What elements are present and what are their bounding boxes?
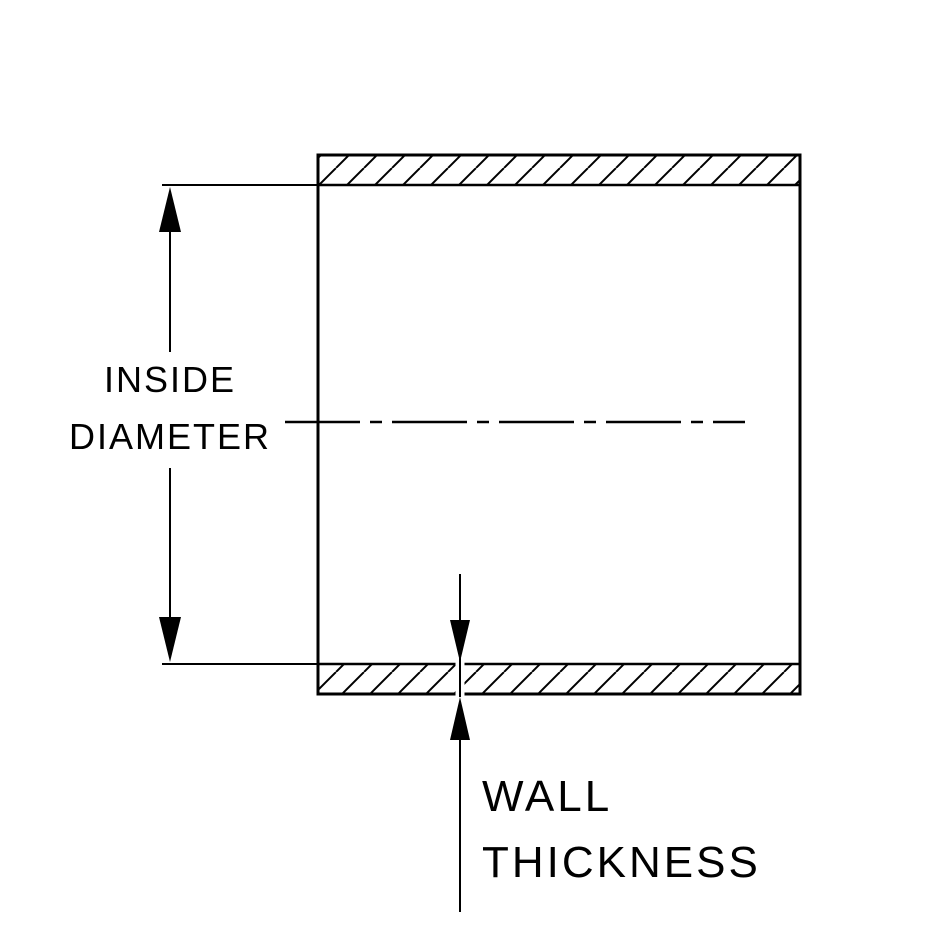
wall-thickness-arrow-up xyxy=(450,697,470,740)
inside-diameter-arrow-up xyxy=(159,187,181,232)
bottom-wall-hatch xyxy=(316,662,802,696)
wall-thickness-arrow-down xyxy=(450,620,470,662)
inside-diameter-arrow-down xyxy=(159,617,181,662)
inside-diameter-label-line2: DIAMETER xyxy=(69,416,271,457)
tube-outline xyxy=(316,153,802,696)
wall-thickness-label-line2: THICKNESS xyxy=(482,838,761,887)
wall-thickness-label-line1: WALL xyxy=(482,772,612,821)
top-wall-hatch xyxy=(316,153,802,187)
inside-diameter-label-line1: INSIDE xyxy=(104,359,236,400)
